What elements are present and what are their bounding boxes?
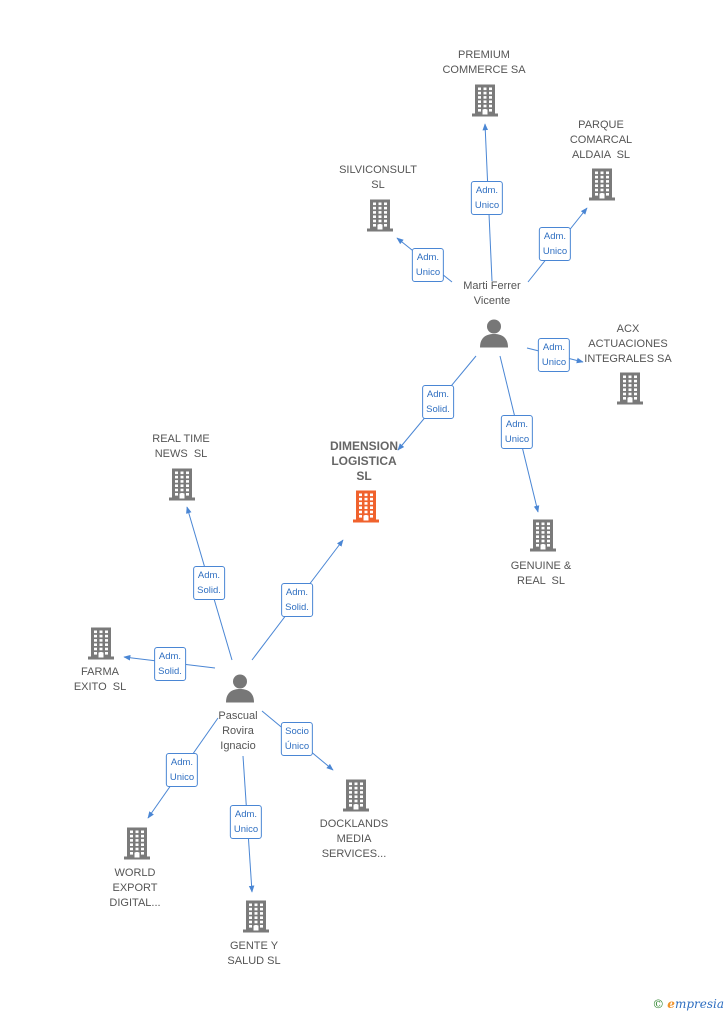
person-pascual-label[interactable]: Pascual Rovira Ignacio (218, 709, 258, 752)
copyright-icon: © (652, 997, 665, 1011)
edge-label[interactable]: Socio Único (280, 722, 314, 756)
person-icon[interactable] (225, 673, 255, 708)
person-icon[interactable] (479, 318, 509, 353)
company-silvi-label[interactable]: SILVICONSULT SL (339, 164, 417, 191)
building-icon[interactable] (88, 626, 114, 665)
building-icon[interactable] (124, 826, 150, 865)
building-icon[interactable] (367, 198, 393, 237)
building-icon[interactable] (589, 167, 615, 206)
building-icon[interactable] (353, 489, 379, 528)
edge-label[interactable]: Adm. Solid. (422, 385, 454, 419)
company-acx-label[interactable]: ACX ACTUACIONES INTEGRALES SA (584, 322, 672, 365)
edge-label[interactable]: Adm. Solid. (154, 647, 186, 681)
edge-label[interactable]: Adm. Unico (229, 805, 263, 839)
edge-label[interactable]: Adm. Solid. (193, 566, 225, 600)
company-gente-label[interactable]: GENTE Y SALUD SL (227, 940, 281, 967)
company-premium-label[interactable]: PREMIUM COMMERCE SA (442, 49, 526, 76)
company-dimension-label[interactable]: DIMENSION LOGISTICA SL (329, 438, 399, 483)
building-icon[interactable] (169, 467, 195, 506)
empresia-logo: ©empresia (652, 997, 724, 1011)
building-icon[interactable] (472, 83, 498, 122)
company-world-label[interactable]: WORLD EXPORT DIGITAL... (109, 866, 161, 909)
building-icon[interactable] (617, 371, 643, 410)
company-realtime-label[interactable]: REAL TIME NEWS SL (152, 433, 210, 460)
company-docklands-label[interactable]: DOCKLANDS MEDIA SERVICES... (319, 817, 389, 860)
company-genuine-label[interactable]: GENUINE & REAL SL (510, 560, 572, 587)
building-icon[interactable] (530, 518, 556, 557)
company-farma-label[interactable]: FARMA EXITO SL (73, 666, 127, 693)
building-icon[interactable] (343, 778, 369, 817)
edge-label[interactable]: Adm. Unico (411, 248, 445, 282)
person-marti-label[interactable]: Marti Ferrer Vicente (463, 280, 521, 307)
edge-label[interactable]: Adm. Unico (470, 181, 504, 215)
edge-label[interactable]: Adm. Unico (537, 338, 571, 372)
edge-label[interactable]: Adm. Solid. (281, 583, 313, 617)
edge-label[interactable]: Adm. Unico (538, 227, 572, 261)
building-icon[interactable] (243, 899, 269, 938)
edge-label[interactable]: Adm. Unico (500, 415, 534, 449)
edge-label[interactable]: Adm. Unico (165, 753, 199, 787)
company-parque-label[interactable]: PARQUE COMARCAL ALDAIA SL (569, 118, 633, 161)
